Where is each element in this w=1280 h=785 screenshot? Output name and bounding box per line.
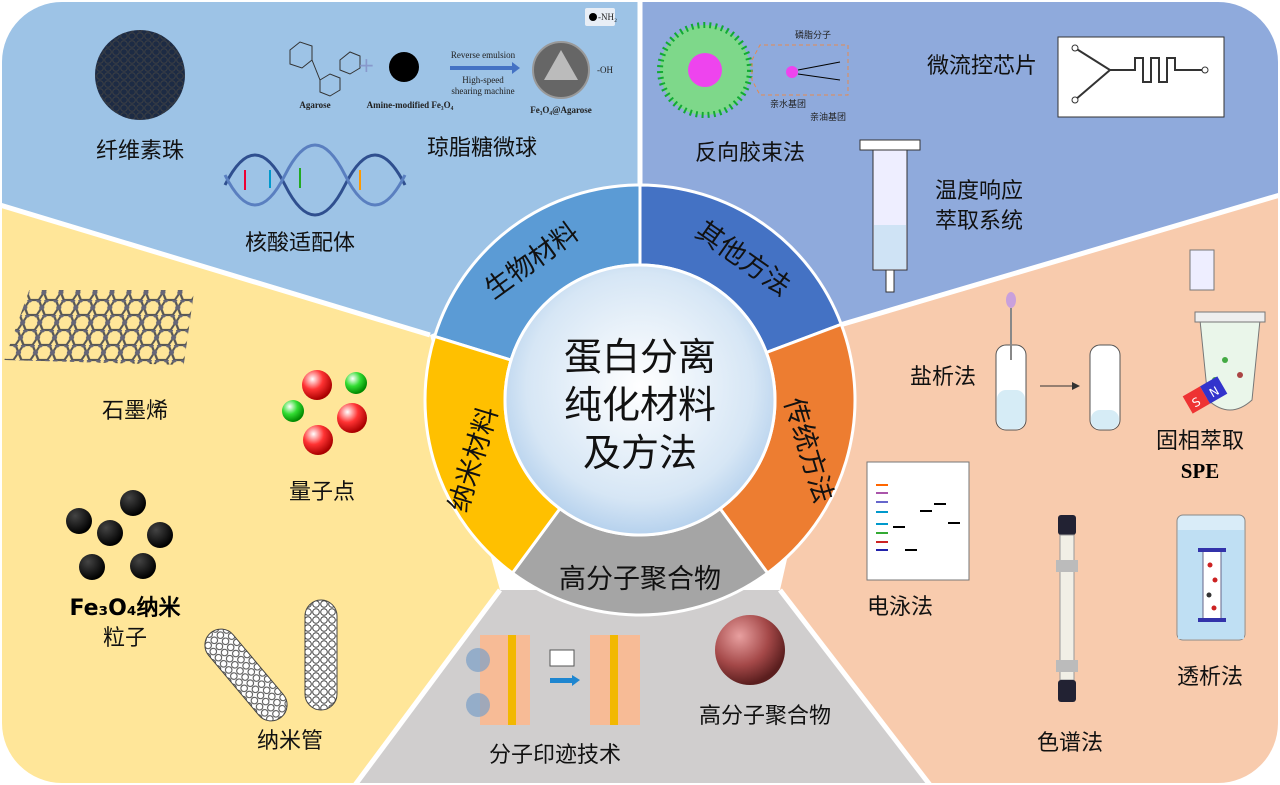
micelle-phospholipid-label: 磷脂分子 [795, 29, 831, 40]
salting-tubes-icon [995, 292, 1121, 431]
chromatography-column-icon [1056, 515, 1078, 702]
scheme-step3: shearing machine [451, 86, 514, 96]
center-circle [503, 263, 777, 537]
plus-icon: + [358, 53, 375, 77]
agarose-structure-icon [289, 41, 361, 97]
electrophoresis-gel-icon [866, 461, 970, 581]
label-quantum-dots: 量子点 [289, 480, 355, 505]
quantum-dots-icon [282, 370, 367, 455]
label-reverse-micelle: 反向胶束法 [695, 141, 805, 166]
scheme-amine-label: Amine-modified Fe₃O₄ [367, 100, 454, 110]
label-nanotube: 纳米管 [257, 729, 323, 754]
polymer-sphere-icon [715, 615, 785, 685]
graphene-icon [4, 290, 195, 365]
arrow-icon [450, 66, 512, 70]
scheme-step1: Reverse emulsion [451, 50, 516, 60]
label-spe-line2: SPE [1181, 459, 1220, 483]
label-dialysis: 透析法 [1177, 665, 1243, 690]
aptamer-dna-icon [223, 143, 407, 217]
cellulose-bead-icon [95, 30, 185, 120]
label-fe3o4-line1: Fe₃O₄纳米 [69, 595, 181, 621]
label-agarose: 琼脂糖微球 [427, 136, 537, 161]
microfluidic-chip-icon [1057, 36, 1225, 118]
label-spe-line1: 固相萃取 [1156, 429, 1244, 454]
agarose-scheme: Agarose + Amine-modified Fe₃O₄ Reverse e… [289, 8, 617, 115]
label-molecular-imprint: 分子印迹技术 [489, 743, 621, 768]
dialysis-beaker-icon [1176, 514, 1246, 641]
scheme-product-label: Fe₃O₄@Agarose [530, 105, 592, 115]
label-thermo-line1: 温度响应 [935, 179, 1023, 204]
scheme-agarose-label: Agarose [299, 100, 330, 110]
reverse-micelle-icon: 磷脂分子 亲水基团 亲油基团 [657, 22, 849, 122]
label-cellulose: 纤维素珠 [96, 139, 184, 164]
label-microfluidic: 微流控芯片 [927, 54, 1037, 79]
scheme-oh: -OH [597, 65, 613, 75]
fe3o4-particle-icon [389, 52, 419, 82]
fe3o4-nanoparticles-icon [66, 490, 173, 580]
spe-tube-icon: S N [1182, 249, 1266, 414]
ring-label-polymer[interactable]: 高分子聚合物 [559, 564, 721, 595]
traditional-region [780, 195, 1278, 783]
label-salting: 盐析法 [910, 365, 976, 390]
label-graphene: 石墨烯 [102, 399, 168, 424]
category-ring [423, 183, 857, 617]
label-fe3o4-line2: 粒子 [103, 626, 147, 651]
label-polymer: 高分子聚合物 [699, 704, 831, 729]
micelle-lipophilic-label: 亲油基团 [810, 111, 846, 122]
scheme-nh2: -NH₂ [598, 12, 617, 22]
scheme-step2: High-speed [462, 75, 504, 85]
label-thermo-line2: 萃取系统 [935, 209, 1023, 234]
label-electrophoresis: 电泳法 [867, 595, 933, 620]
micelle-hydrophilic-label: 亲水基团 [770, 98, 806, 109]
syringe-icon [859, 139, 921, 293]
molecular-imprint-icon [466, 635, 640, 725]
nanotube-icon [204, 599, 338, 722]
center-title-line1: 蛋白分离 [564, 335, 716, 379]
label-chromatography: 色谱法 [1037, 731, 1103, 756]
center-title-line2: 纯化材料 [564, 383, 716, 427]
label-aptamer: 核酸适配体 [245, 231, 355, 256]
center-title-line3: 及方法 [583, 431, 697, 475]
